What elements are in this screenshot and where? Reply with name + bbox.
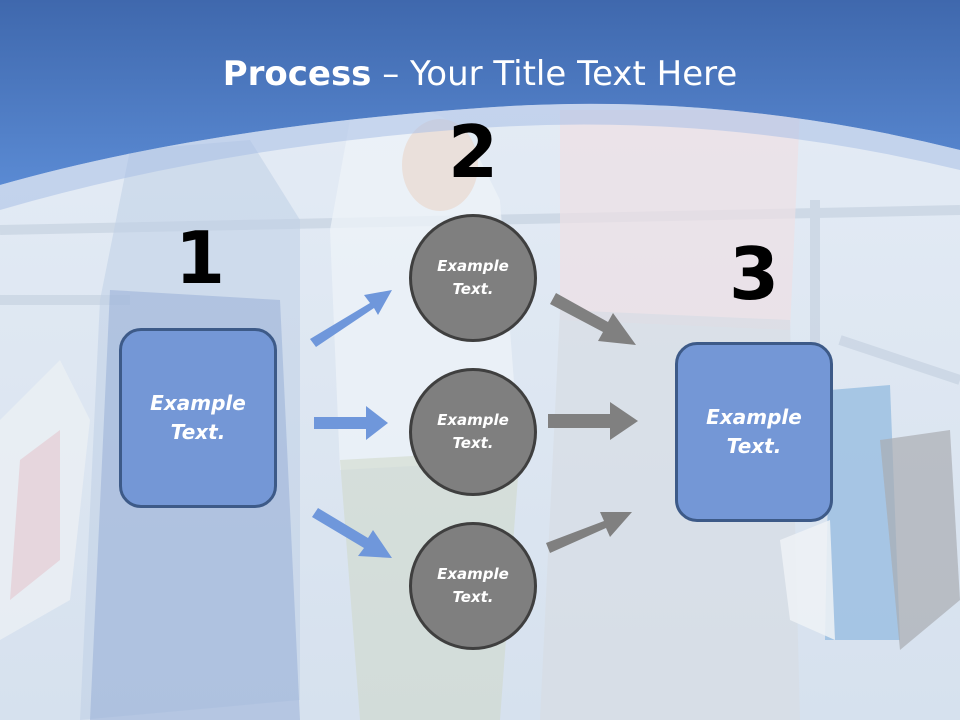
step-number-1: 1: [174, 216, 226, 300]
step-number-3: 3: [728, 232, 780, 316]
circle-middle-line2: Text.: [452, 434, 494, 452]
circle-bottom-line1: Example: [437, 565, 509, 583]
step1-box-line1: Example: [150, 391, 246, 415]
circle-top-line1: Example: [437, 257, 509, 275]
step3-box-line2: Text.: [726, 434, 782, 458]
step-number-2: 2: [447, 110, 499, 194]
title-bold: Process: [222, 54, 372, 94]
step3-box-line1: Example: [706, 405, 802, 429]
slide-title: Process – Your Title Text Here: [0, 52, 960, 96]
step1-box-line2: Text.: [170, 420, 226, 444]
title-rest: – Your Title Text Here: [371, 54, 738, 94]
circle-top-line2: Text.: [452, 280, 494, 298]
circle-bottom-line2: Text.: [452, 588, 494, 606]
circle-middle-line1: Example: [437, 411, 509, 429]
